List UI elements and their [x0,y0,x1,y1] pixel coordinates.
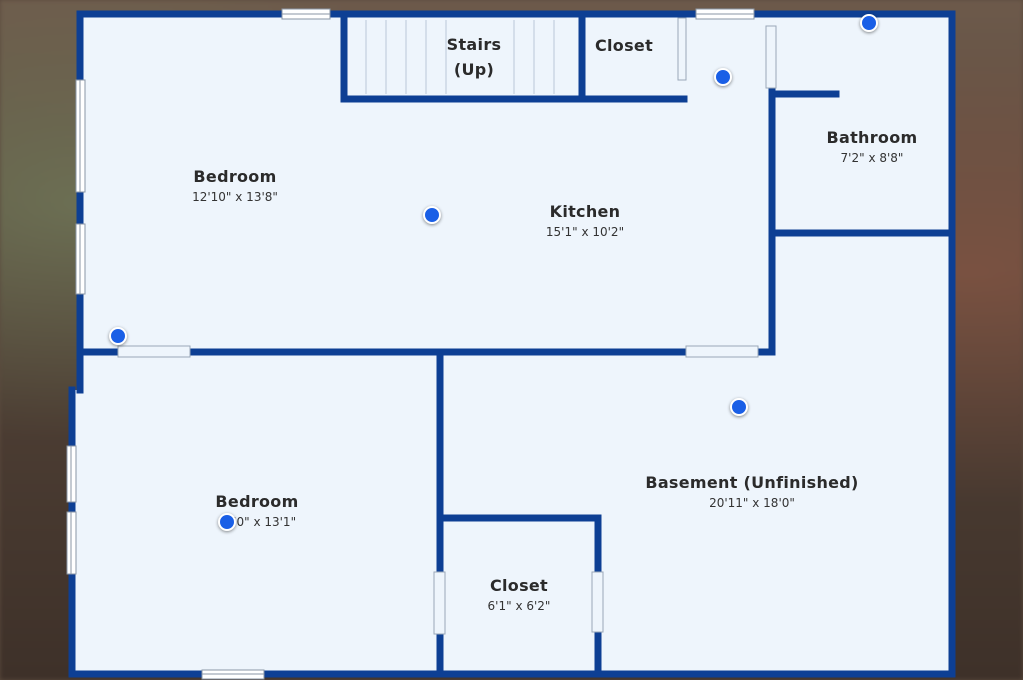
room-name: Stairs [446,35,502,54]
room-dimensions: 15'1" x 10'2" [545,225,625,239]
hotspot-bedroom-bottom-icon[interactable] [218,513,236,531]
room-label-closet-top: Closet [595,36,653,55]
hotspot-bedroom-top-icon[interactable] [109,327,127,345]
walls [68,10,956,678]
room-dimensions: 20'11" x 18'0" [709,496,795,510]
room-label-bedroom-bottom: Bedroom 10'0" x 13'1" [215,492,298,529]
room-name-sub: (Up) [453,60,495,79]
room-dimensions: 7'2" x 8'8" [840,151,904,165]
hotspot-hallway-icon[interactable] [714,68,732,86]
room-label-stairs: Stairs (Up) [447,35,502,79]
room-name: Bedroom [215,492,299,511]
hotspot-basement-icon[interactable] [730,398,748,416]
room-name: Bathroom [826,128,918,147]
room-label-bathroom: Bathroom 7'2" x 8'8" [827,128,918,165]
room-label-bedroom-top: Bedroom 12'10" x 13'8" [192,167,278,204]
door-openings [117,17,777,635]
room-name: Bedroom [193,167,277,186]
room-label-kitchen: Kitchen 15'1" x 10'2" [546,202,624,239]
floor-area [72,14,952,674]
room-name: Closet [594,36,654,55]
room-name: Basement (Unfinished) [645,473,859,492]
room-dimensions: 12'10" x 13'8" [192,190,278,204]
room-dimensions: 6'1" x 6'2" [487,599,551,613]
room-name: Kitchen [549,202,621,221]
room-name: Closet [489,576,549,595]
windows [66,8,755,680]
room-dimensions: 10'0" x 13'1" [217,515,297,529]
stair-treads [365,20,555,94]
room-label-closet-bottom: Closet 6'1" x 6'2" [488,576,551,613]
room-label-basement: Basement (Unfinished) 20'11" x 18'0" [645,473,858,510]
hotspot-bathroom-top-icon[interactable] [860,14,878,32]
hotspot-kitchen-icon[interactable] [423,206,441,224]
